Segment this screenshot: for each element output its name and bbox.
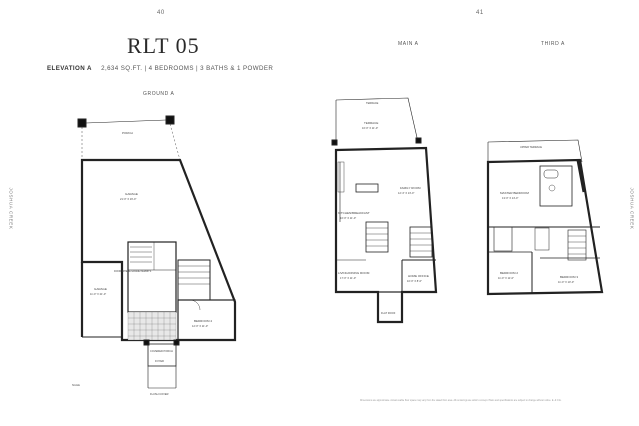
third-bedroom2-dim: 11'-0" X 11'-0"	[498, 276, 514, 280]
third-master: MASTER BEDROOM	[500, 191, 529, 195]
floor-label-main: MAIN A	[398, 41, 419, 47]
ground-floor-plan: PORCH GARAGE 21'-0" X 16'-0" GARAGE 11'-…	[72, 115, 237, 396]
main-floor-plan: TERRACE TERRACE 16'-0" X 11'-0" FAMILY R…	[331, 97, 438, 324]
ground-scale: SCALE	[72, 384, 80, 387]
ground-flush-cover: FLUSH COVER	[150, 392, 169, 396]
main-terrace-dim: 16'-0" X 11'-0"	[362, 126, 378, 130]
ground-garage-lower: GARAGE	[94, 287, 107, 291]
elevation-label: ELEVATION A	[47, 65, 92, 72]
ground-porch-top: PORCH	[122, 131, 133, 135]
main-kitchen: KITCHEN/BREAKFAST	[338, 211, 370, 215]
model-specs-line: ELEVATION A 2,634 SQ.FT. | 4 BEDROOMS | …	[47, 65, 273, 72]
page-number-left: 40	[157, 10, 165, 16]
main-office-dim: 10'-0" X 8'-0"	[407, 279, 422, 283]
porch-post-left	[77, 118, 87, 128]
ground-foyer: FOYER	[155, 359, 164, 363]
main-living-dim: 17'-0" X 11'-0"	[340, 276, 356, 280]
page-number-right: 41	[476, 10, 484, 16]
ground-garage-upper-dim: 21'-0" X 16'-0"	[120, 197, 136, 201]
ground-bedroom: BEDROOM 4	[194, 319, 212, 323]
ground-garage-upper: GARAGE	[125, 192, 138, 196]
main-terrace-top: TERRACE	[366, 101, 379, 105]
side-text-right: JOSHUA CREEK	[629, 187, 635, 230]
ground-garage-lower-dim: 11'-0" X 21'-0"	[90, 292, 106, 296]
side-text-left: JOSHUA CREEK	[8, 187, 14, 230]
third-bedroom3-dim: 11'-0" X 10'-0"	[558, 280, 574, 284]
third-master-dim: 13'-0" X 14'-0"	[502, 196, 518, 200]
main-kitchen-dim: 16'-0" X 11'-0"	[340, 216, 356, 220]
main-office: HOME OFFICE	[408, 274, 429, 278]
floor-label-ground: GROUND A	[143, 91, 175, 97]
ground-covered-porch: COVERED PORCH	[150, 349, 173, 353]
main-living: LIVING/DINING ROOM	[338, 271, 370, 275]
ground-stair-note: DOOR WHERE GRADE PERMITS	[114, 270, 152, 273]
model-specs: 2,634 SQ.FT. | 4 BEDROOMS | 3 BATHS & 1 …	[101, 65, 274, 72]
floor-label-third: THIRD A	[541, 41, 565, 47]
main-terrace: TERRACE	[364, 121, 378, 125]
main-family-dim: 12'-4" X 13'-0"	[398, 191, 414, 195]
main-outline	[334, 146, 438, 324]
main-family: FAMILY ROOM	[400, 186, 421, 190]
third-upper-terrace: UPPER TERRACE	[520, 145, 542, 149]
model-title: RLT 05	[127, 33, 200, 58]
third-bedroom3: BEDROOM 3	[560, 275, 578, 279]
disclaimer: Dimensions are approximate. Actual usabl…	[360, 400, 562, 402]
ground-bedroom-dim: 12'-0" X 11'-0"	[192, 324, 208, 328]
porch-post-right	[165, 115, 175, 125]
third-outline	[486, 158, 604, 296]
main-flat-roof: FLAT ROOF	[381, 311, 396, 315]
third-bedroom2: BEDROOM 2	[500, 271, 518, 275]
third-floor-plan: UPPER TERRACE MASTER BEDROOM 13'-0" X 14…	[486, 139, 604, 296]
